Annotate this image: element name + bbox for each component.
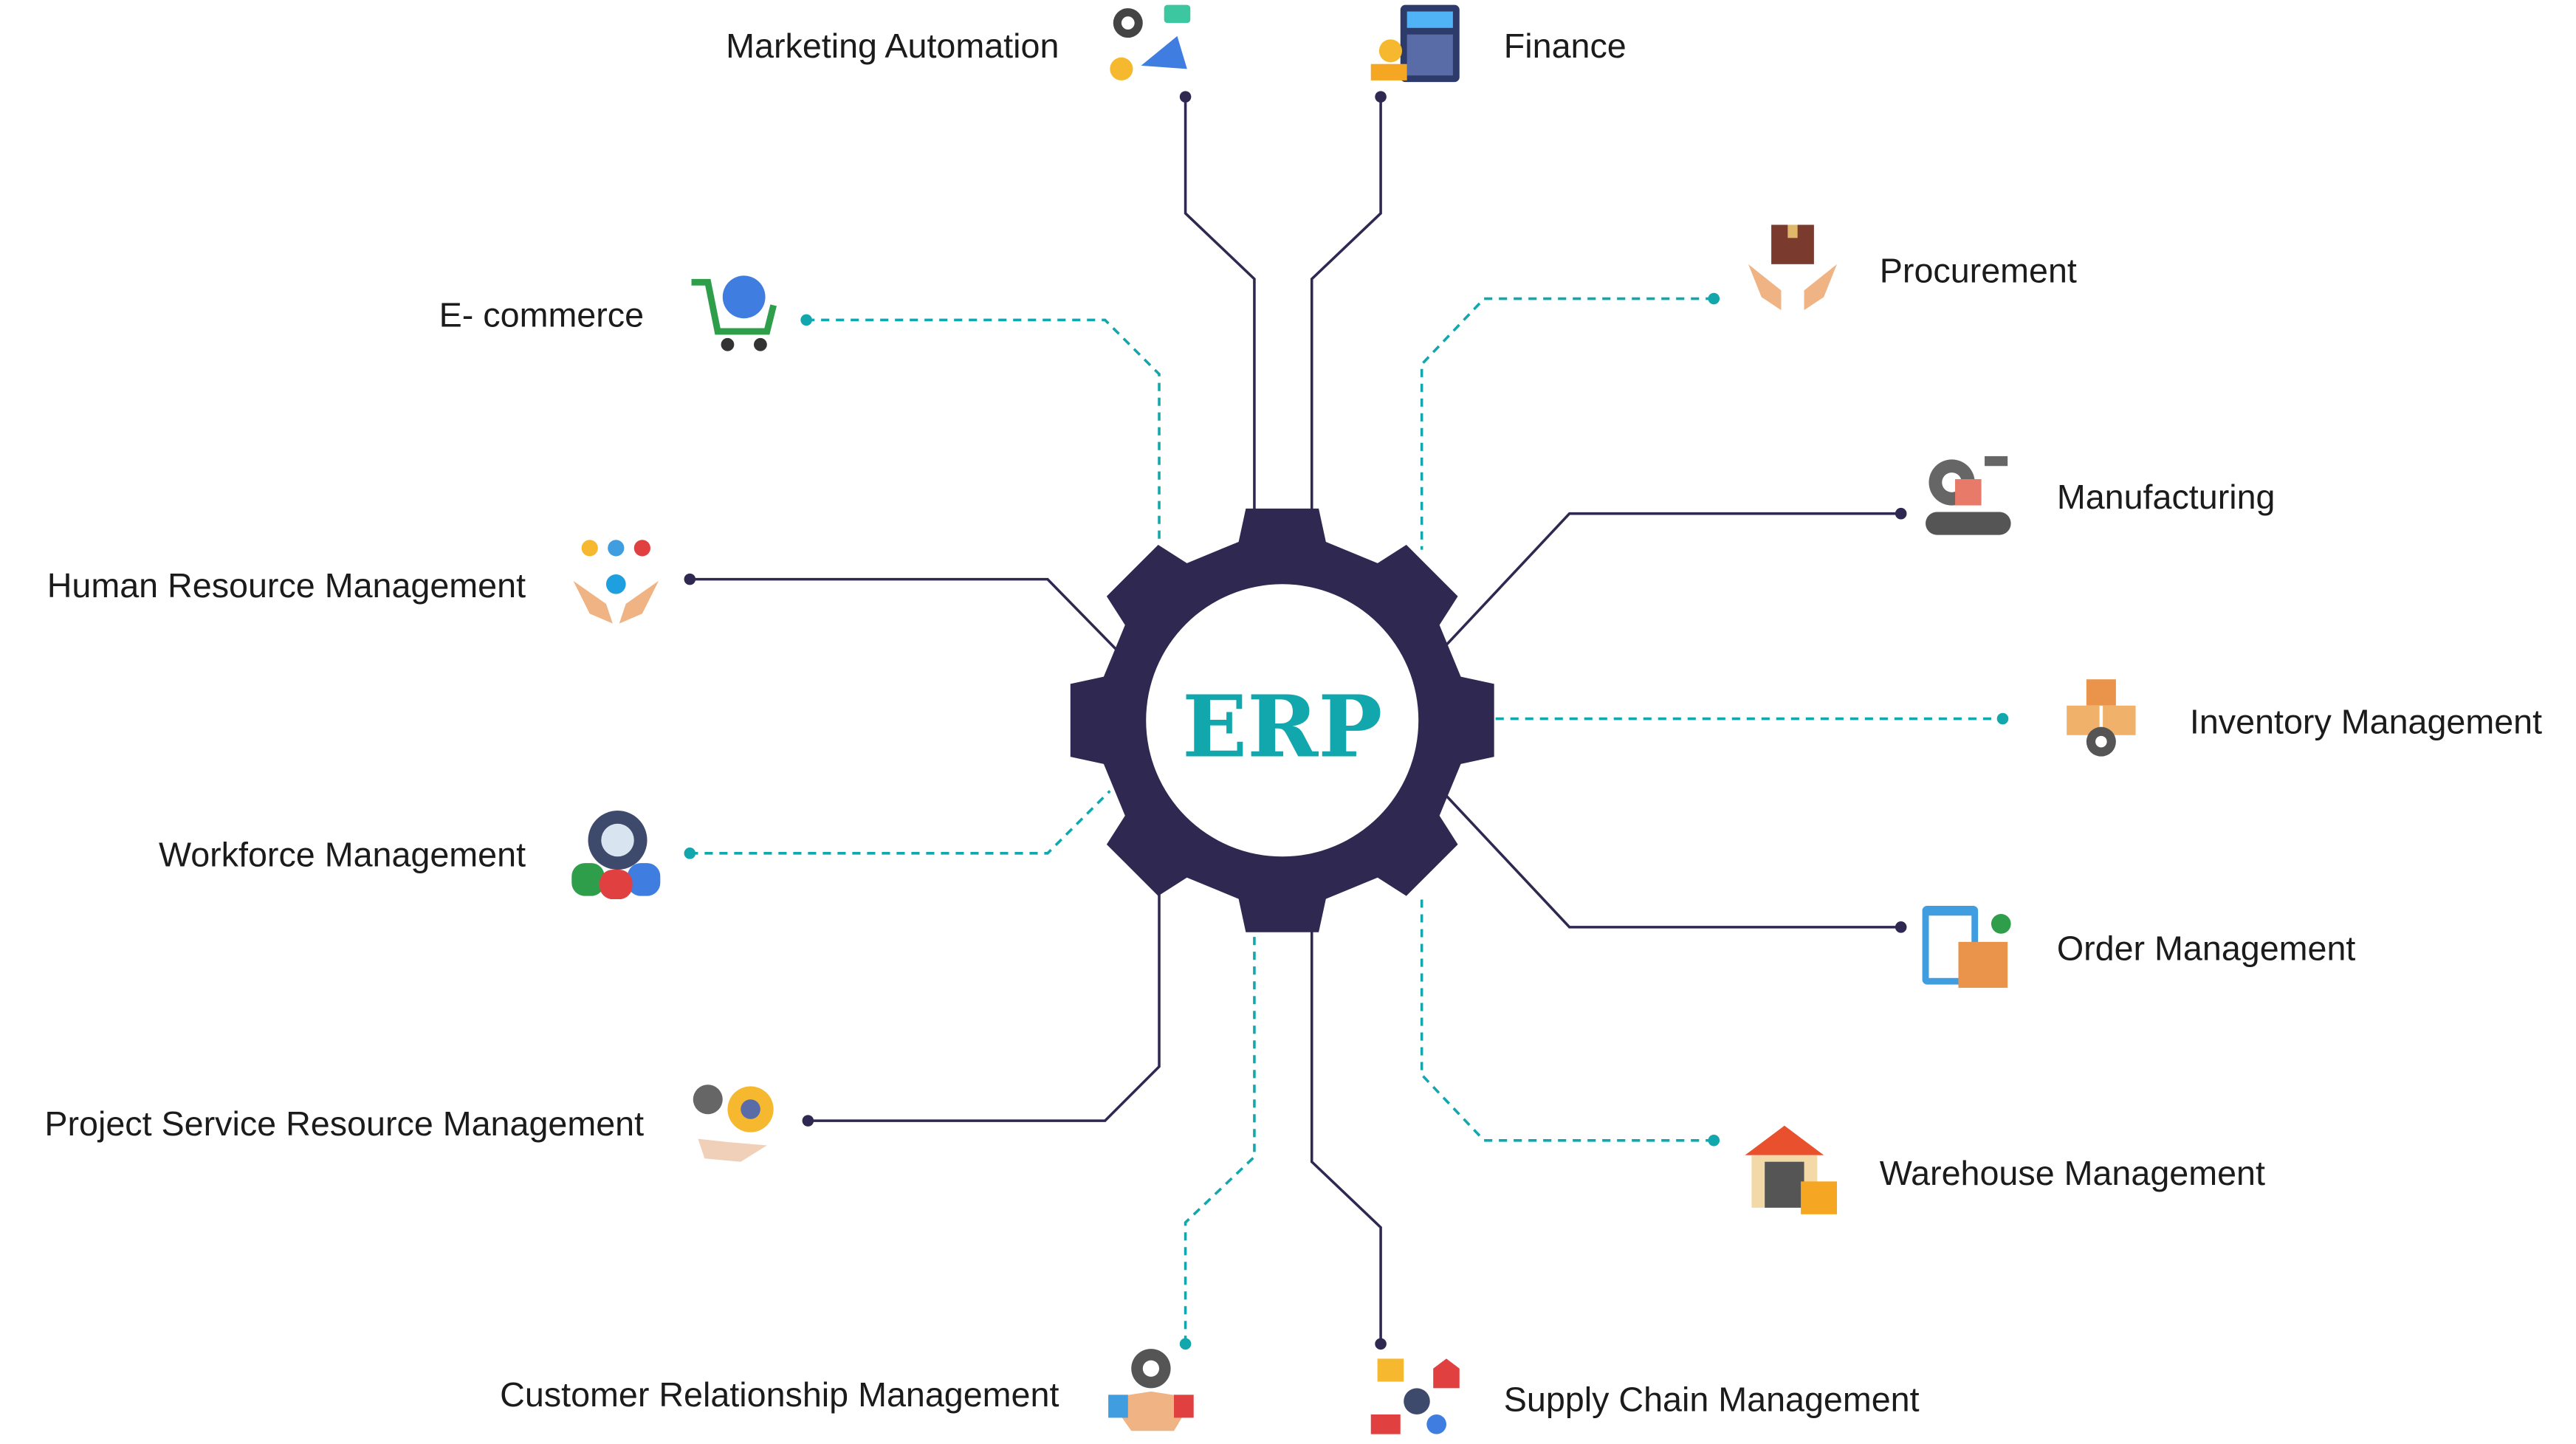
connector-supply-chain <box>1310 932 1382 1344</box>
globe-cart-icon <box>691 275 777 351</box>
conveyor-robot-icon <box>1926 455 2011 535</box>
erp-gear: ERP <box>1070 508 1494 932</box>
module-labels: Marketing Automation Finance E- commerce… <box>44 27 2542 1419</box>
connector-dot <box>1996 712 2009 725</box>
team-gear-icon <box>571 811 661 900</box>
label-hrm: Human Resource Management <box>47 566 526 605</box>
connector-dot <box>1895 507 1907 520</box>
label-finance: Finance <box>1504 27 1627 65</box>
hands-people-icon <box>573 540 659 624</box>
connector-dot <box>802 1115 814 1127</box>
connector-finance <box>1310 97 1382 512</box>
label-warehouse: Warehouse Management <box>1880 1154 2265 1192</box>
connectors <box>684 91 2009 1350</box>
connector-dot <box>1179 1338 1192 1350</box>
connector-order <box>1445 794 1901 929</box>
label-workforce: Workforce Management <box>159 836 526 874</box>
connector-procurement <box>1420 297 1714 550</box>
gears-hand-icon <box>693 1084 774 1162</box>
label-manufacturing: Manufacturing <box>2057 478 2276 516</box>
connector-dot <box>1375 91 1387 103</box>
connector-dot <box>1895 921 1907 933</box>
connector-dot <box>1708 292 1720 305</box>
connector-psrm <box>808 886 1161 1122</box>
supply-chain-icon <box>1370 1358 1460 1434</box>
calculator-coins-icon <box>1370 4 1460 83</box>
connector-marketing <box>1184 97 1256 512</box>
label-procurement: Procurement <box>1880 251 2077 289</box>
erp-title: ERP <box>1182 677 1382 777</box>
connector-dot <box>1179 91 1192 103</box>
label-supply-chain: Supply Chain Management <box>1504 1381 1920 1419</box>
connector-dot <box>684 573 696 585</box>
warehouse-icon <box>1745 1125 1838 1214</box>
clipboard-box-icon <box>1922 905 2011 989</box>
connector-manufacturing <box>1445 512 1901 646</box>
label-order: Order Management <box>2057 929 2356 967</box>
boxes-gear-icon <box>2067 679 2136 757</box>
label-crm: Customer Relationship Management <box>500 1375 1059 1414</box>
connector-dot <box>1375 1338 1387 1350</box>
connector-hrm <box>690 577 1119 653</box>
hands-box-icon <box>1748 224 1838 311</box>
handshake-icon <box>1108 1349 1194 1431</box>
connector-dot <box>684 848 696 859</box>
connector-dot <box>800 314 812 326</box>
label-ecommerce: E- commerce <box>439 295 644 334</box>
connector-warehouse <box>1420 894 1714 1142</box>
label-psrm: Project Service Resource Management <box>44 1104 644 1143</box>
connector-workforce <box>690 790 1111 855</box>
megaphone-gear-icon <box>1110 4 1191 80</box>
connector-dot <box>1708 1135 1720 1146</box>
label-inventory: Inventory Management <box>2190 703 2542 741</box>
connector-crm <box>1184 932 1256 1344</box>
gear-hole <box>1146 584 1419 857</box>
label-marketing: Marketing Automation <box>726 27 1059 65</box>
connector-ecommerce <box>806 318 1161 545</box>
